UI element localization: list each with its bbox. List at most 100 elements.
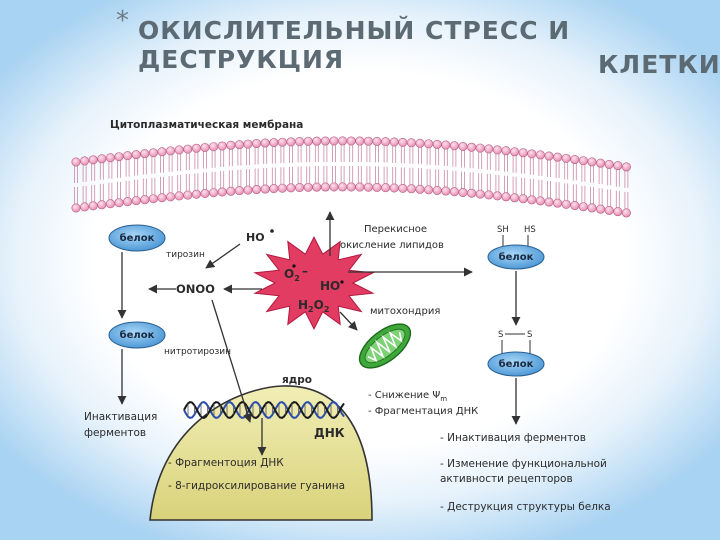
protein-label: белок	[499, 358, 534, 370]
lipid-head	[441, 140, 451, 150]
lipid-head	[587, 157, 597, 167]
lipid-head	[71, 203, 81, 213]
lipid-head	[372, 182, 382, 192]
ros-hydroxyl: HO	[320, 279, 340, 293]
ros-dash: –	[302, 264, 308, 278]
nucleus-label: ядро	[282, 374, 312, 386]
superoxide-dot	[292, 264, 296, 268]
lipid-head	[320, 182, 330, 192]
sh-left-label: SH	[497, 225, 509, 235]
lipid-head	[200, 142, 210, 152]
mito-effect-1: - Снижение Ψm	[368, 390, 447, 403]
lipid-tails-inner	[74, 165, 629, 209]
dna-label: ДНК	[314, 426, 345, 440]
lipid-head	[226, 186, 236, 196]
lipid-head	[561, 153, 571, 163]
sh-right-label: HS	[524, 225, 536, 235]
lipid-head	[226, 140, 236, 150]
lipid-head	[140, 149, 150, 159]
lipid-head	[475, 143, 485, 153]
protein-effect-1: - Инактивация ферментов	[440, 432, 586, 444]
lipid-head	[123, 151, 133, 161]
lipid-head	[183, 144, 193, 154]
lipid-head	[518, 148, 528, 158]
lipid-head	[570, 201, 580, 211]
lipid-head	[312, 136, 322, 146]
lipid-head	[338, 136, 348, 146]
lipid-head	[157, 193, 167, 203]
tyrosine-label: тирозин	[166, 250, 205, 260]
membrane-label: Цитоплазматическая мембрана	[110, 119, 303, 131]
lipid-head	[389, 137, 399, 147]
lipid-head	[510, 193, 520, 203]
lipid-head	[97, 154, 107, 164]
lipid-head	[312, 182, 322, 192]
lipid-head	[415, 138, 425, 148]
lipid-head	[621, 208, 631, 218]
lipid-head	[553, 152, 563, 162]
lipid-head	[243, 139, 253, 149]
lipid-head	[432, 139, 442, 149]
lipid-head	[398, 183, 408, 193]
lipid-head	[200, 188, 210, 198]
hydroxyl-label: HO	[246, 231, 265, 244]
lipid-head	[535, 150, 545, 160]
lipid-head	[209, 142, 219, 152]
lipid-head	[252, 185, 262, 195]
lipid-head	[346, 182, 356, 192]
lipid-head	[527, 149, 537, 159]
lipid-head	[604, 159, 614, 169]
lipid-head	[80, 156, 90, 166]
lipid-head	[295, 137, 305, 147]
lipid-head	[449, 141, 459, 151]
lipid-head	[570, 155, 580, 165]
lipid-head	[183, 190, 193, 200]
lipid-head	[398, 137, 408, 147]
lipid-head	[286, 137, 296, 147]
lipid-head	[166, 192, 176, 202]
lipid-head	[492, 191, 502, 201]
inactivation-line-2: ферментов	[84, 427, 146, 439]
lipid-head	[458, 187, 468, 197]
lipid-head	[320, 136, 330, 146]
lipid-head	[148, 194, 158, 204]
lipid-head	[269, 138, 279, 148]
mitochondrion	[358, 323, 412, 369]
lipid-head	[71, 157, 81, 167]
protein-label: белок	[120, 232, 155, 244]
lipid-head	[363, 136, 373, 146]
protein-label: белок	[499, 251, 534, 263]
peroxynitrite-label: ONOO	[176, 282, 215, 296]
lipid-head	[234, 140, 244, 150]
lipid-head	[372, 136, 382, 146]
lipid-head	[234, 186, 244, 196]
lipid-head	[338, 182, 348, 192]
arrow-onoo-to-nucleus	[211, 299, 252, 423]
arrow-hydroxyl-to-tyrosine	[205, 243, 241, 269]
lipid-head	[260, 184, 270, 194]
nitrotyrosine-label: нитротирозин	[164, 347, 231, 357]
lipid-head	[518, 194, 528, 204]
nucleus-effect-2: - 8-гидроксилирование гуанина	[168, 480, 345, 492]
lipid-head	[148, 148, 158, 158]
lipid-head	[363, 182, 373, 192]
lipid-peroxidation-line-1: Перекисное	[364, 224, 427, 235]
ros-burst: O2 – HO H2O2	[253, 235, 375, 331]
lipid-head	[123, 197, 133, 207]
lipid-head	[252, 139, 262, 149]
lipid-tails-outer	[74, 144, 629, 188]
protein-effect-4: - Деструкция структуры белка	[440, 501, 611, 513]
lipid-head	[406, 138, 416, 148]
slide-title-line-2: КЛЕТКИ	[598, 50, 720, 79]
lipid-head	[260, 138, 270, 148]
lipid-head	[432, 185, 442, 195]
lipid-head	[355, 136, 365, 146]
lipid-head	[131, 196, 141, 206]
arrows	[117, 211, 521, 456]
lipid-head	[157, 147, 167, 157]
lipid-head	[114, 198, 124, 208]
ros-peroxide: H2O2	[298, 298, 329, 314]
lipid-head	[578, 202, 588, 212]
cytoplasmic-membrane	[71, 136, 631, 218]
